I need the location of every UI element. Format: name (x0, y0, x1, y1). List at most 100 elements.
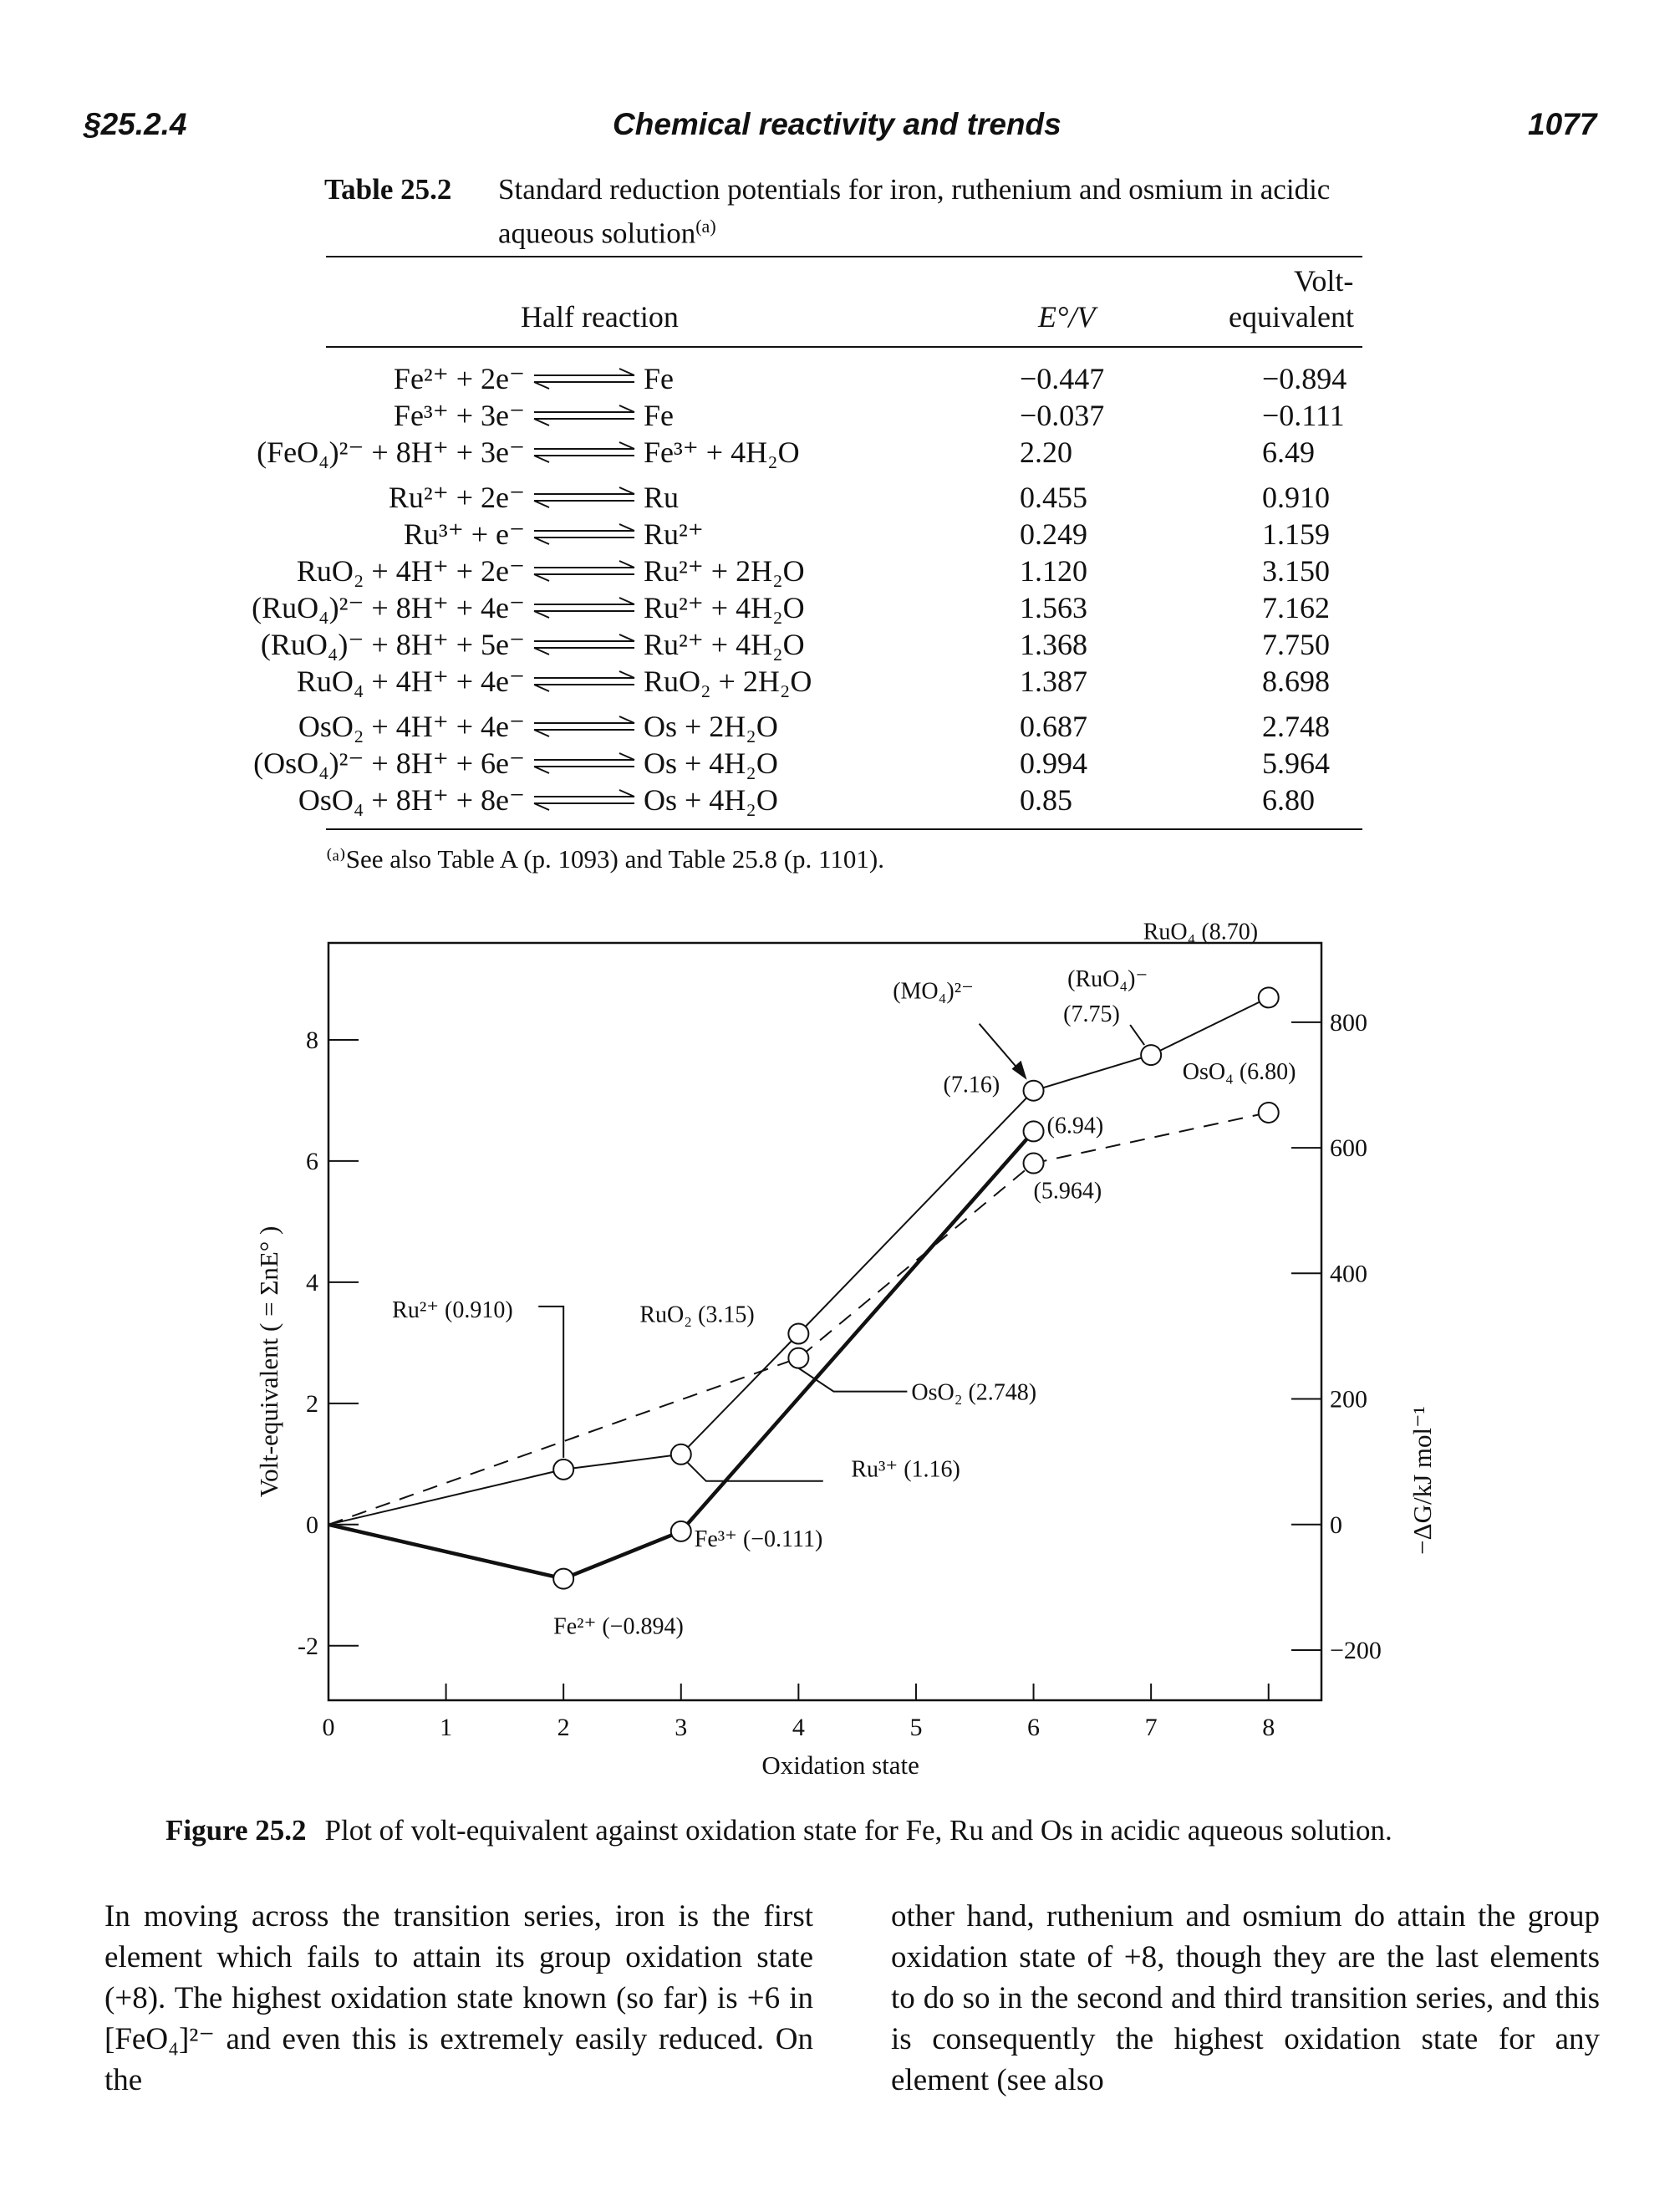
potential-value: 2.20 (1020, 436, 1072, 469)
half-reaction-products: Fe³⁺ + 4H₂O (644, 436, 800, 469)
running-title: Chemical reactivity and trends (613, 107, 1061, 141)
equilibrium-arrow-icon (533, 368, 635, 390)
y-axis-label-left: Volt-equivalent ( = ΣnE° ) (254, 1226, 283, 1498)
x-tick-label: 8 (1262, 1714, 1275, 1741)
axis-ticks (328, 1021, 1321, 1700)
volt-equivalent-value: 7.750 (1262, 628, 1330, 661)
annotation-label: (7.16) (944, 1072, 1000, 1098)
volt-equivalent-value: 3.150 (1262, 554, 1330, 588)
half-reaction-reactants: OsO₂ + 4H⁺ + 4e⁻ (298, 710, 525, 743)
half-reaction-reactants: Ru²⁺ + 2e⁻ (388, 481, 525, 514)
data-point-marker (669, 1443, 692, 1465)
data-point-marker (1022, 1120, 1045, 1143)
potential-value: 0.85 (1020, 783, 1072, 817)
figure-caption-text: Plot of volt-equivalent against oxidatio… (324, 1814, 1392, 1847)
half-reaction-reactants: (RuO₄)²⁻ + 8H⁺ + 4e⁻ (252, 591, 525, 624)
annotation-leaders (538, 1023, 1145, 1482)
y-tick-label-left: 0 (306, 1511, 318, 1539)
table-row: Fe²⁺ + 2e⁻Fe−0.447−0.894 (326, 361, 1362, 398)
y-tick-label-left: 8 (306, 1027, 318, 1054)
potential-value: 1.563 (1020, 591, 1087, 624)
half-reaction-products: RuO₂ + 2H₂O (644, 665, 812, 698)
equilibrium-arrow-icon (533, 523, 635, 545)
data-point-marker (787, 1322, 810, 1345)
leader-oso2 (797, 1367, 908, 1393)
annotation-label: OsO₂ (2.748) (911, 1380, 1036, 1406)
series-lines (328, 996, 1270, 1581)
annotation-label: Ru²⁺ (0.910) (392, 1297, 513, 1323)
y-tick-label-left: -2 (298, 1633, 318, 1660)
y-tick-label-left: 6 (306, 1148, 318, 1175)
y-tick-label-right: 200 (1330, 1386, 1367, 1414)
data-point-marker (1257, 1101, 1280, 1123)
y-tick-label-right: 400 (1330, 1260, 1367, 1287)
series-line-ruthenium (328, 996, 1270, 1526)
equilibrium-arrow-icon (533, 487, 635, 508)
equilibrium-arrow-icon (533, 405, 635, 426)
x-tick-label: 7 (1145, 1714, 1158, 1741)
table-row: Fe³⁺ + 3e⁻Fe−0.037−0.111 (326, 398, 1362, 435)
volt-equivalent-value: −0.111 (1262, 399, 1345, 432)
half-reaction-products: Os + 4H₂O (644, 746, 778, 780)
half-reaction-products: Os + 4H₂O (644, 783, 778, 817)
equilibrium-arrow-icon (533, 560, 635, 582)
col-header-half-reaction: Half reaction (521, 300, 679, 334)
data-point-marker (1022, 1079, 1045, 1102)
volt-equivalent-value: 0.910 (1262, 481, 1330, 514)
equilibrium-arrow-icon (533, 670, 635, 692)
equilibrium-arrow-icon (533, 789, 635, 811)
potential-value: 0.687 (1020, 710, 1087, 743)
table-top-rule (326, 256, 1362, 257)
x-tick-label: 5 (909, 1714, 922, 1741)
table-caption: Standard reduction potentials for iron, … (498, 173, 1331, 250)
annotation-label: (MO₄)²⁻ (893, 979, 974, 1005)
y-tick-label-right: −200 (1330, 1637, 1382, 1664)
table-caption-note: (a) (695, 216, 716, 237)
equilibrium-arrow-icon (533, 441, 635, 463)
half-reaction-reactants: Fe³⁺ + 3e⁻ (393, 399, 525, 432)
x-tick-label: 2 (557, 1714, 570, 1741)
col-header-potential: E°/V (1038, 300, 1096, 334)
body-paragraph-1: In moving across the transition series, … (104, 1899, 813, 2097)
half-reaction-products: Ru²⁺ (644, 517, 704, 551)
plot-frame (327, 941, 1323, 1702)
annotation-label: (RuO₄)⁻ (1067, 966, 1148, 992)
arrowhead-icon (1011, 1060, 1027, 1080)
table-label: Table 25.2 (324, 173, 452, 206)
annotation-label: Ru³⁺ (1.16) (851, 1457, 960, 1483)
half-reaction-products: Ru²⁺ + 4H₂O (644, 591, 805, 624)
y-tick-label-right: 0 (1330, 1511, 1342, 1539)
half-reaction-products: Ru²⁺ + 2H₂O (644, 554, 805, 588)
equilibrium-arrow-icon (533, 716, 635, 737)
half-reaction-products: Os + 2H₂O (644, 710, 778, 743)
data-point-marker (552, 1567, 575, 1590)
x-tick-label: 1 (440, 1714, 452, 1741)
half-reaction-reactants: (OsO₄)²⁻ + 8H⁺ + 6e⁻ (253, 746, 525, 780)
half-reaction-reactants: Fe²⁺ + 2e⁻ (393, 362, 525, 395)
body-column-right: other hand, ruthenium and osmium do atta… (891, 1896, 1600, 2101)
potential-value: 1.368 (1020, 628, 1087, 661)
table-footnote: ⁽ᵃ⁾See also Table A (p. 1093) and Table … (326, 844, 884, 874)
data-point-marker (1257, 986, 1280, 1009)
volt-equivalent-value: −0.894 (1262, 362, 1347, 395)
body-paragraph-2: other hand, ruthenium and osmium do atta… (891, 1899, 1600, 2097)
potential-value: 1.387 (1020, 665, 1087, 698)
col-header-volt-1: Volt- (1294, 264, 1354, 298)
y-axis-label-right: −ΔG/kJ mol⁻¹ (1408, 1406, 1437, 1555)
data-point-marker (1140, 1044, 1163, 1067)
half-reaction-reactants: (RuO₄)⁻ + 8H⁺ + 5e⁻ (260, 628, 525, 661)
data-point-marker (552, 1458, 575, 1480)
annotation-label: RuO₄ (8.70) (1143, 919, 1258, 945)
half-reaction-reactants: Ru³⁺ + e⁻ (403, 517, 525, 551)
volt-equivalent-value: 5.964 (1262, 746, 1330, 780)
equilibrium-arrow-icon (533, 634, 635, 655)
